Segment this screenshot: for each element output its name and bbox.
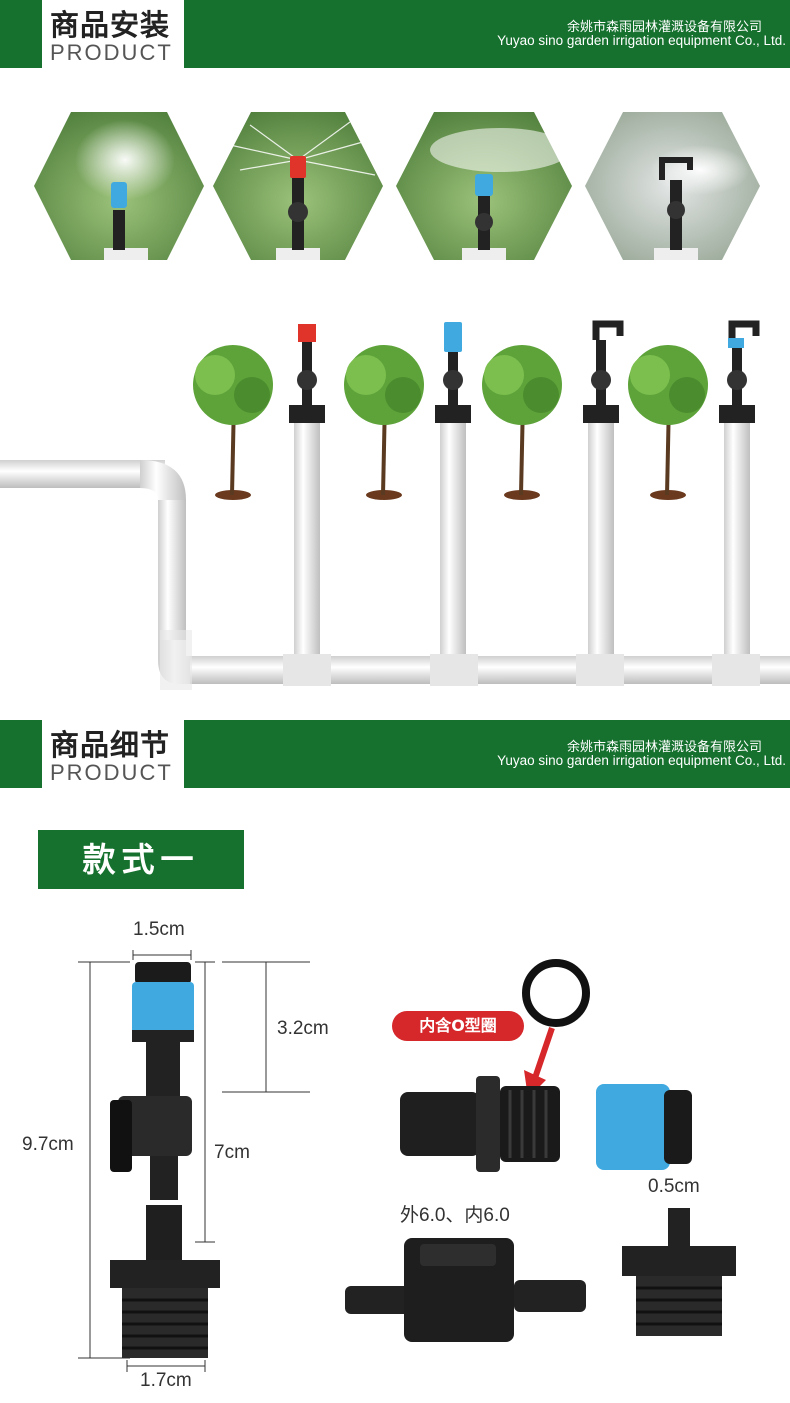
dim-valve-diameter: 外6.0、内6.0 (400, 1205, 510, 1226)
detail-title-cn: 商品细节 (50, 728, 171, 762)
inline-valve (345, 1238, 586, 1342)
o-ring-label: 内含O型圈 (392, 1011, 524, 1041)
install-title-en: PRODUCT (50, 40, 173, 65)
install-title-box: 商品安装 PRODUCT (42, 0, 184, 68)
dimension-lines (78, 950, 690, 1372)
riser-3 (576, 320, 624, 686)
dim-hose-diameter: 0.5cm (648, 1176, 700, 1197)
dim-total-height: 9.7cm (22, 1134, 74, 1155)
photo-spray-sprinkler (213, 112, 383, 260)
photo-mist-sprinkler (34, 112, 204, 260)
detail-banner: 商品细节 PRODUCT 余姚市森雨园林灌溉设备有限公司 Yuyao sino … (0, 720, 790, 788)
sprinkler-assembly (110, 962, 220, 1358)
company-name-en: Yuyao sino garden irrigation equipment C… (497, 753, 786, 768)
threaded-adapter (400, 1076, 560, 1172)
tree-1 (193, 345, 273, 500)
install-banner: 商品安装 PRODUCT 余姚市森雨园林灌溉设备有限公司 Yuyao sino … (0, 0, 790, 68)
dim-bottom-width: 1.7cm (140, 1370, 192, 1391)
tree-4 (628, 345, 708, 500)
riser-2 (430, 322, 478, 686)
dim-top-width: 1.5cm (133, 919, 185, 940)
tree-3 (482, 345, 562, 500)
company-name-en: Yuyao sino garden irrigation equipment C… (497, 33, 786, 48)
company-name-cn: 余姚市森雨园林灌溉设备有限公司 (566, 20, 762, 35)
install-title-cn: 商品安装 (50, 8, 171, 42)
riser-4 (712, 320, 760, 686)
detail-title-en: PRODUCT (50, 760, 173, 785)
o-ring (522, 959, 590, 1027)
photo-fan-sprinkler (396, 112, 572, 260)
style-label: 款式一 (38, 830, 244, 889)
photo-rotary-sprinkler (585, 112, 760, 260)
blue-cap (596, 1084, 692, 1170)
riser-1 (283, 324, 331, 686)
base-adapter (622, 1208, 736, 1336)
dim-body-height: 7cm (214, 1142, 250, 1163)
dim-cap-height: 3.2cm (277, 1018, 329, 1039)
sprinkler-photo-strip (34, 112, 760, 260)
tree-2 (344, 345, 424, 500)
company-name-cn: 余姚市森雨园林灌溉设备有限公司 (566, 740, 762, 755)
main-pipe-top (0, 460, 165, 488)
installation-diagram (0, 320, 790, 690)
detail-title-box: 商品细节 PRODUCT (42, 720, 184, 788)
